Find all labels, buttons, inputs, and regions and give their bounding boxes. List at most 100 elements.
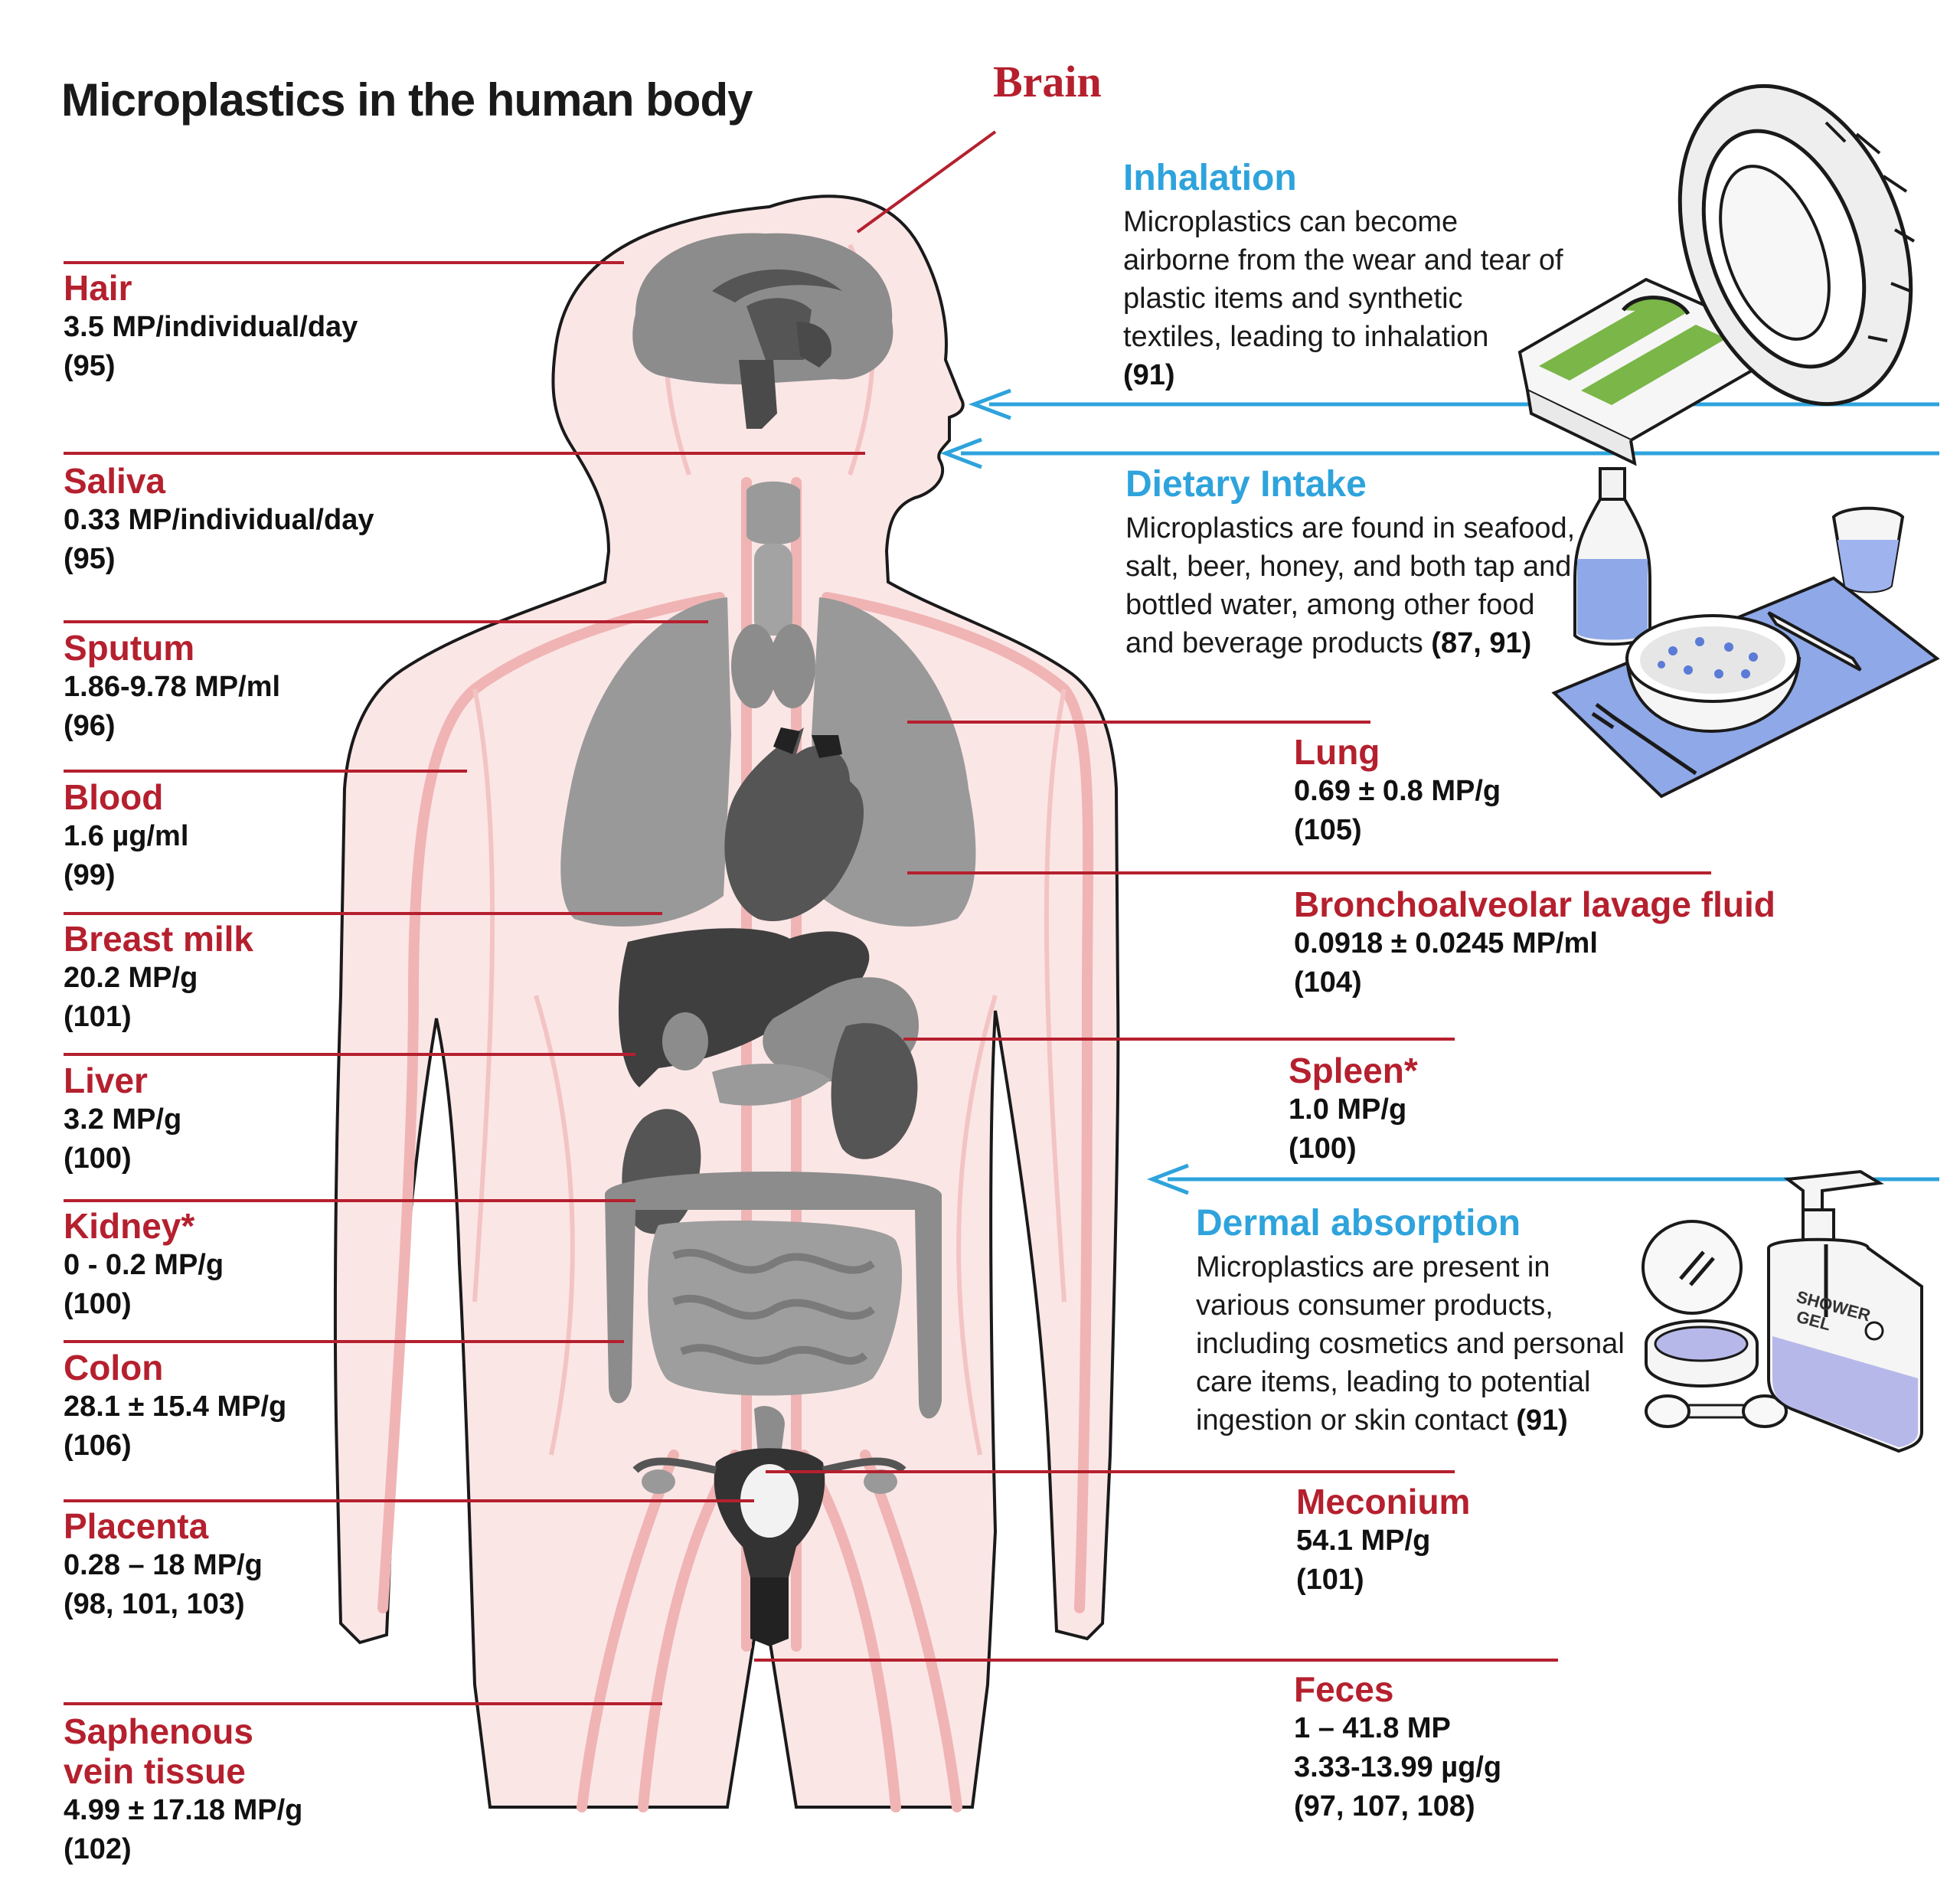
label-value: 1.6 µg/ml [64,820,189,852]
label-placenta: Placenta 0.28 – 18 MP/g (98, 101, 103) [64,1506,263,1624]
folded-shirt-icon [1517,277,1759,466]
route-line: various consumer products, [1196,1289,1553,1322]
label-ref: (100) [64,1288,132,1320]
label-ref: (100) [1289,1133,1357,1165]
label-name: Bronchoalveolar lavage fluid [1294,884,1775,924]
glass-icon [1831,506,1905,593]
route-description: Microplastics are present in various con… [1196,1248,1625,1440]
route-line: plastic items and synthetic [1123,283,1463,315]
route-line: ingestion or skin contact [1196,1404,1508,1437]
label-sputum: Sputum 1.86-9.78 MP/ml (96) [64,628,280,746]
label-ref: (95) [64,350,116,382]
label-ref: (100) [64,1142,132,1175]
uterus-organ [632,1448,906,1646]
label-meconium: Meconium 54.1 MP/g (101) [1296,1482,1470,1600]
label-value: 0.33 MP/individual/day [64,504,374,536]
label-spleen: Spleen* 1.0 MP/g (100) [1289,1051,1418,1169]
label-kidney: Kidney* 0 - 0.2 MP/g (100) [64,1206,224,1324]
heart-organ [724,727,864,922]
label-lung: Lung 0.69 ± 0.8 MP/g (105) [1294,732,1501,850]
intestines-organ [605,1172,942,1455]
label-value: 1 – 41.8 MP [1294,1712,1451,1744]
label-ref: (97, 107, 108) [1294,1790,1475,1822]
label-name: Feces [1294,1669,1394,1709]
brain-organ [632,233,893,429]
route-title: Dermal absorption [1196,1203,1521,1244]
label-name: Breast milk [64,919,254,959]
label-name-line-2: vein tissue [64,1751,246,1791]
cotton-swab-icon [1645,1394,1788,1428]
route-line: Microplastics are found in seafood, [1125,512,1576,544]
route-line: salt, beer, honey, and both tap and [1125,551,1572,583]
leader-lines [64,130,1711,1705]
label-name: Sputum [64,628,195,668]
label-value: 28.1 ± 15.4 MP/g [64,1391,287,1423]
route-title: Inhalation [1123,158,1297,198]
label-name: Spleen* [1289,1051,1418,1090]
label-value: 1.0 MP/g [1289,1093,1407,1126]
route-dermal-absorption: Dermal absorption Microplastics are pres… [1196,1202,1625,1440]
route-ref: (91) [1516,1404,1568,1437]
label-ref: (105) [1294,814,1362,846]
label-value: 20.2 MP/g [64,962,198,994]
knife-icon [1767,611,1862,672]
route-dietary-intake: Dietary Intake Microplastics are found i… [1125,463,1575,662]
label-ref: (95) [64,543,116,575]
label-saliva: Saliva 0.33 MP/individual/day (95) [64,461,374,579]
label-breast-milk: Breast milk 20.2 MP/g (101) [64,919,253,1037]
label-value: 1.86-9.78 MP/ml [64,671,281,703]
label-value: 54.1 MP/g [1296,1525,1431,1557]
bottle-icon [1573,467,1651,646]
label-ref: (106) [64,1430,132,1462]
label-hair: Hair 3.5 MP/individual/day (95) [64,268,358,386]
route-line: and beverage products [1125,627,1423,659]
label-value-2: 3.33-13.99 µg/g [1294,1751,1502,1783]
label-name: Hair [64,268,132,308]
label-saphenous-vein: Saphenous vein tissue 4.99 ± 17.18 MP/g … [64,1711,302,1869]
label-name: Blood [64,777,164,817]
route-line: care items, leading to potential [1196,1366,1591,1398]
label-bronchoalveolar-lavage-fluid: Bronchoalveolar lavage fluid 0.0918 ± 0.… [1294,884,1775,1002]
label-ref: (104) [1294,966,1362,999]
label-ref: (98, 101, 103) [64,1588,245,1620]
brain-label: Brain [993,57,1102,106]
label-value: 4.99 ± 17.18 MP/g [64,1794,303,1826]
page-title: Microplastics in the human body [61,74,753,126]
thyroid-trachea [731,481,815,708]
label-colon: Colon 28.1 ± 15.4 MP/g (106) [64,1348,286,1466]
label-value: 3.5 MP/individual/day [64,311,358,343]
fork-icon [1591,702,1697,776]
route-line: textiles, leading to inhalation [1123,321,1489,353]
route-inhalation: Inhalation Microplastics can become airb… [1123,157,1563,394]
route-description: Microplastics are found in seafood, salt… [1125,509,1575,662]
label-name: Kidney* [64,1206,195,1246]
label-ref: (99) [64,859,116,891]
label-name: Saphenous [64,1711,253,1751]
leader-brain [856,130,997,234]
route-line: Microplastics are present in [1196,1251,1550,1283]
route-line: bottled water, among other food [1125,589,1535,621]
route-ref: (87, 91) [1431,627,1532,659]
label-value: 0.69 ± 0.8 MP/g [1294,775,1501,807]
food-bowl-icon [1625,614,1802,734]
label-name: Liver [64,1061,148,1100]
route-line: airborne from the wear and tear of [1123,244,1563,276]
label-value: 3.2 MP/g [64,1103,182,1136]
label-feces: Feces 1 – 41.8 MP 3.33-13.99 µg/g (97, 1… [1294,1669,1501,1826]
label-ref: (102) [64,1833,132,1865]
route-description: Microplastics can become airborne from t… [1123,203,1563,394]
label-value: 0.28 – 18 MP/g [64,1549,263,1581]
label-value: 0 - 0.2 MP/g [64,1249,224,1281]
label-ref: (96) [64,710,116,742]
route-line: Microplastics can become [1123,206,1459,238]
label-ref: (101) [64,1001,132,1033]
label-value: 0.0918 ± 0.0245 MP/ml [1294,927,1598,959]
label-name: Saliva [64,461,165,501]
label-name: Meconium [1296,1482,1471,1522]
label-name: Colon [64,1348,164,1388]
label-ref: (101) [1296,1564,1364,1596]
tire-icon [1677,83,1916,407]
label-liver: Liver 3.2 MP/g (100) [64,1061,181,1178]
route-line: including cosmetics and personal [1196,1328,1625,1360]
